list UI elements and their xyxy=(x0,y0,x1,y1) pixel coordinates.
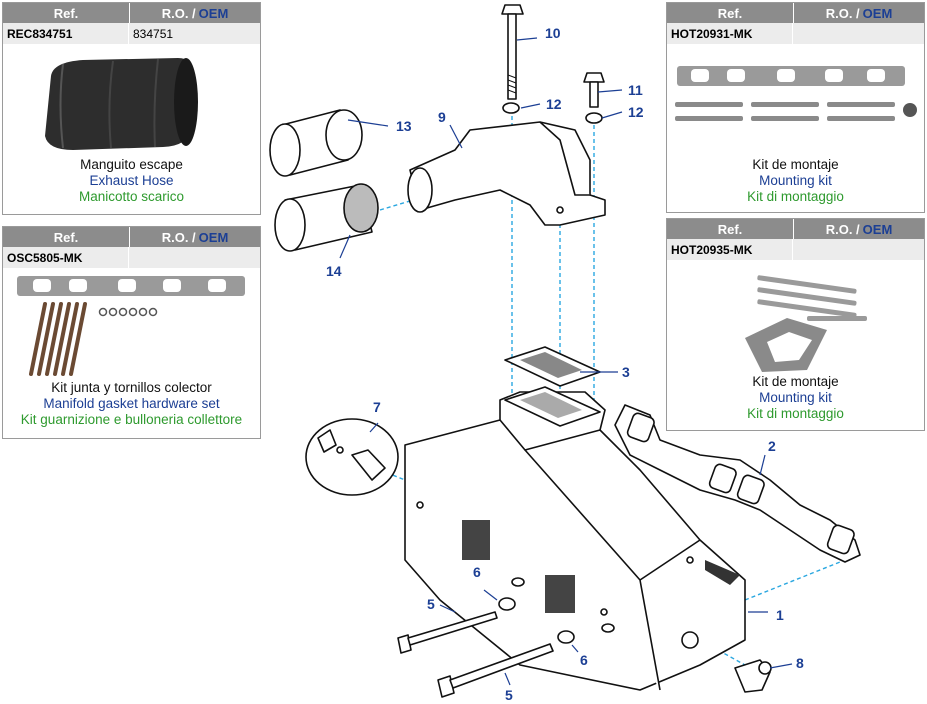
product-card-exhaust-hose[interactable]: Ref. R.O. /OEM REC834751 834751 Manguito… xyxy=(2,2,261,215)
product-description: Manguito escape Exhaust Hose Manicotto s… xyxy=(3,157,260,205)
product-card-gasket-hardware[interactable]: Ref. R.O. /OEM OSC5805-MK xyxy=(2,226,261,439)
product-description: Kit de montaje Mounting kit Kit di monta… xyxy=(667,157,924,205)
washer-part-6a xyxy=(498,597,516,611)
leader-lines xyxy=(339,37,793,686)
product-description: Kit de montaje Mounting kit Kit di monta… xyxy=(667,374,924,422)
callout-13: 13 xyxy=(396,118,412,134)
desc-en: Exhaust Hose xyxy=(89,173,174,188)
desc-es: Manguito escape xyxy=(80,157,183,172)
callout-2: 2 xyxy=(768,438,776,454)
bolt-part-5b xyxy=(437,643,554,698)
ro-header: R.O. / xyxy=(161,5,196,21)
sleeve-part-14 xyxy=(274,183,379,252)
oem-value xyxy=(129,247,260,268)
ref-value: OSC5805-MK xyxy=(3,247,129,268)
callout-6a: 6 xyxy=(473,564,481,580)
desc-it: Kit di montaggio xyxy=(747,406,844,421)
callout-12a: 12 xyxy=(546,96,562,112)
oem-header: OEM xyxy=(198,5,229,21)
desc-it: Manicotto scarico xyxy=(78,189,185,204)
oem-value xyxy=(793,23,924,44)
product-card-mounting-kit-1[interactable]: Ref. R.O. /OEM HOT20931-MK Kit de mont xyxy=(666,2,925,213)
desc-es: Kit de montaje xyxy=(752,374,839,389)
callout-labels: 1 2 3 5 5 6 6 7 8 9 10 11 12 12 13 14 xyxy=(326,25,804,703)
ref-header: Ref. xyxy=(667,3,794,23)
callout-5b: 5 xyxy=(505,687,513,703)
manifold-gasket-part-2 xyxy=(614,404,861,563)
table-row: REC834751 834751 xyxy=(3,23,260,44)
callout-5a: 5 xyxy=(427,596,435,612)
bolt-part-11 xyxy=(583,72,605,108)
callout-9: 9 xyxy=(438,109,446,125)
ref-value: HOT20935-MK xyxy=(667,239,793,260)
callout-6b: 6 xyxy=(580,652,588,668)
desc-en: Mounting kit xyxy=(759,390,832,405)
table-row: HOT20931-MK xyxy=(667,23,924,44)
ref-value: REC834751 xyxy=(3,23,129,44)
washer-part-6b xyxy=(557,630,575,644)
gasket-kit-image xyxy=(3,268,260,380)
ref-header: Ref. xyxy=(3,227,130,247)
oem-value xyxy=(793,239,924,260)
callout-8: 8 xyxy=(796,655,804,671)
bolt-part-10 xyxy=(501,4,524,100)
callout-10: 10 xyxy=(545,25,561,41)
oem-header: OEM xyxy=(862,5,893,21)
manifold-part-1 xyxy=(404,391,746,691)
desc-it: Kit guarnizione e bulloneria collettore xyxy=(20,412,243,427)
callout-1: 1 xyxy=(776,607,784,623)
washer-part-12 xyxy=(502,102,520,114)
desc-es: Kit junta y tornillos colector xyxy=(51,380,212,395)
oem-header: OEM xyxy=(862,221,893,237)
desc-it: Kit di montaggio xyxy=(747,189,844,204)
product-description: Kit junta y tornillos colector Manifold … xyxy=(3,380,260,428)
desc-es: Kit de montaje xyxy=(752,157,839,172)
table-row: HOT20935-MK xyxy=(667,239,924,260)
oem-header: OEM xyxy=(198,229,229,245)
exhaust-hose-image xyxy=(3,44,260,157)
callout-7: 7 xyxy=(373,399,381,415)
hose-part-13 xyxy=(269,109,363,177)
ro-header: R.O. / xyxy=(825,5,860,21)
desc-en: Manifold gasket hardware set xyxy=(43,396,220,411)
callout-12b: 12 xyxy=(628,104,644,120)
mounting-kit-image xyxy=(667,44,924,157)
ref-header: Ref. xyxy=(667,219,794,239)
table-header: Ref. R.O. /OEM xyxy=(667,3,924,23)
table-header: Ref. R.O. /OEM xyxy=(667,219,924,239)
mounting-kit-image xyxy=(667,260,924,374)
ref-header: Ref. xyxy=(3,3,130,23)
table-header: Ref. R.O. /OEM xyxy=(3,227,260,247)
bolt-part-5a xyxy=(397,611,498,654)
plug-detail-part-7 xyxy=(305,418,399,496)
callout-11: 11 xyxy=(628,82,643,98)
gasket-part-3 xyxy=(504,346,601,427)
ro-header: R.O. / xyxy=(161,229,196,245)
table-row: OSC5805-MK xyxy=(3,247,260,268)
exhaust-elbow-part-9 xyxy=(407,121,606,226)
table-header: Ref. R.O. /OEM xyxy=(3,3,260,23)
ref-value: HOT20931-MK xyxy=(667,23,793,44)
product-card-mounting-kit-2[interactable]: Ref. R.O. /OEM HOT20935-MK Kit de montaj… xyxy=(666,218,925,431)
fitting-part-8 xyxy=(734,659,772,693)
ro-header: R.O. / xyxy=(825,221,860,237)
desc-en: Mounting kit xyxy=(759,173,832,188)
oem-value: 834751 xyxy=(133,26,174,41)
callout-3: 3 xyxy=(622,364,630,380)
washer-part-12b xyxy=(585,112,603,124)
callout-14: 14 xyxy=(326,263,342,279)
